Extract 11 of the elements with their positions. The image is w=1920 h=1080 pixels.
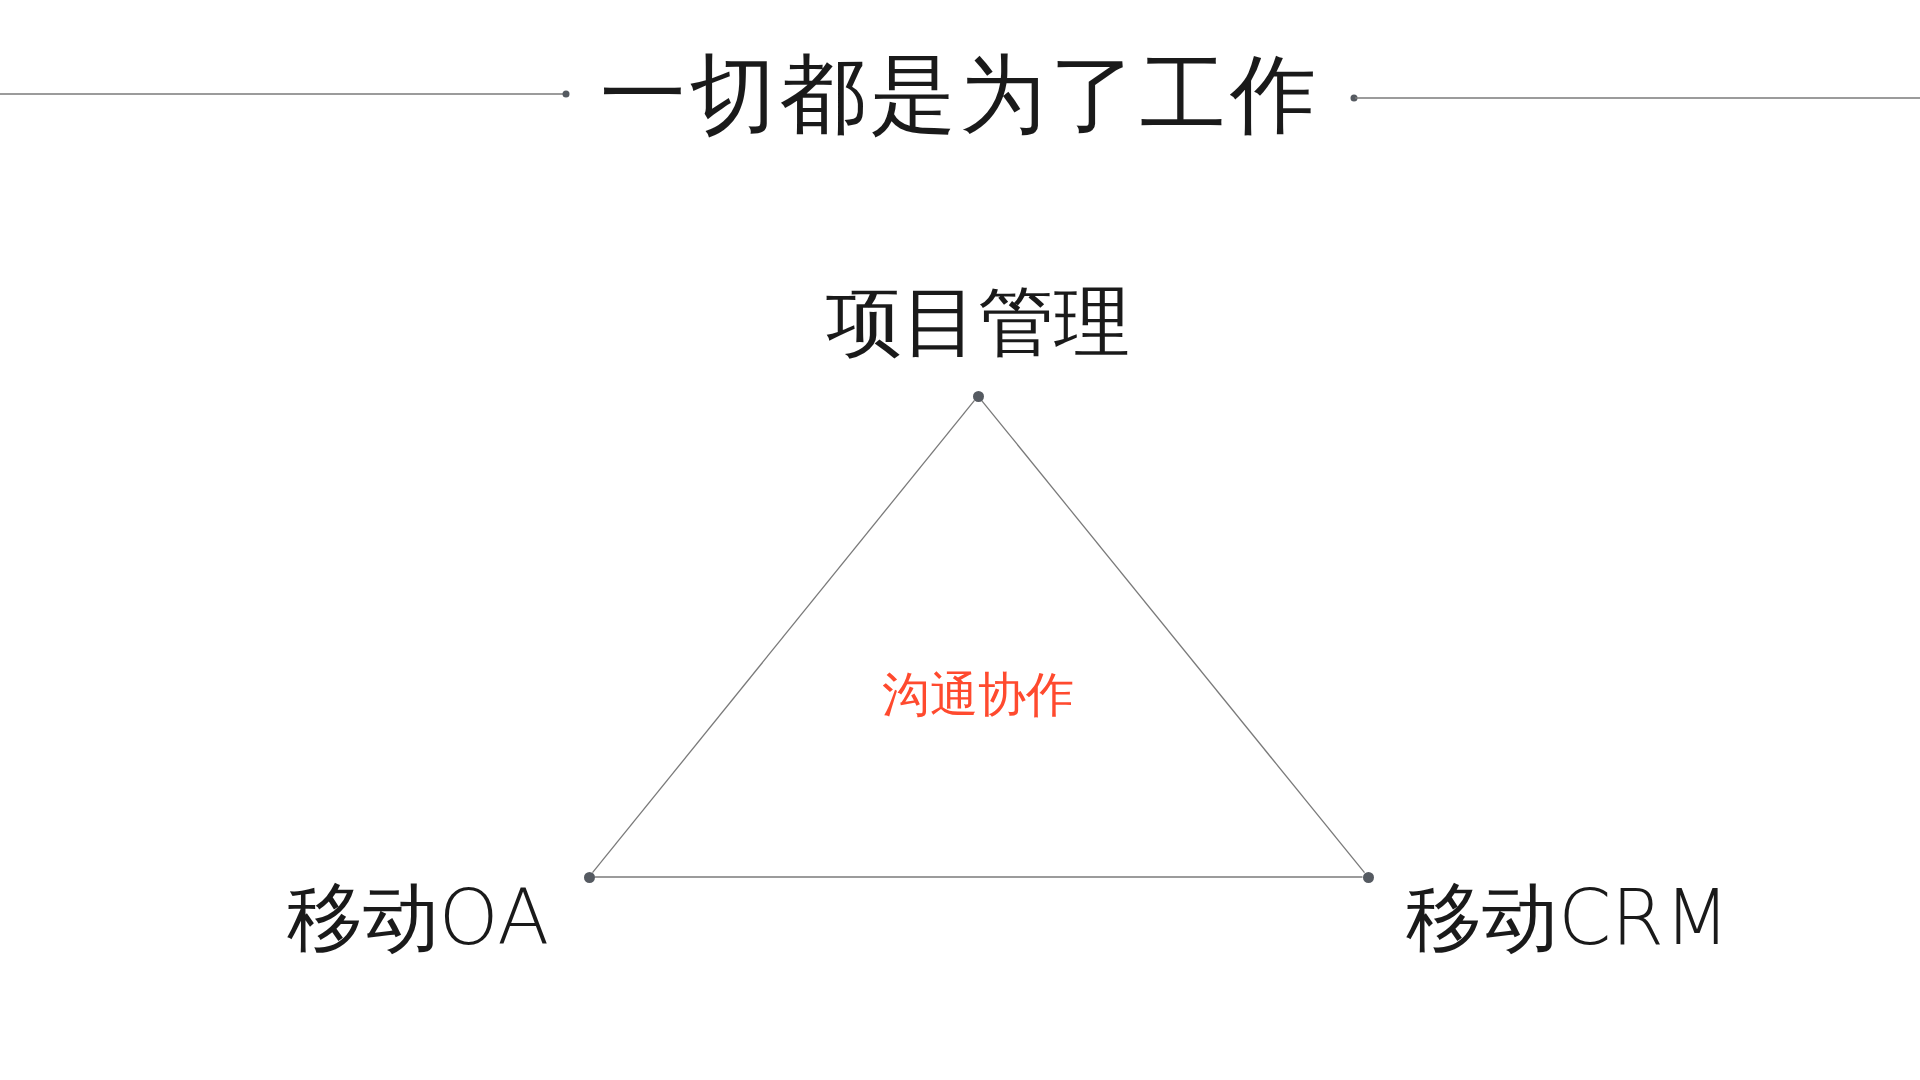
vertex-label: 移动OA <box>286 880 550 956</box>
center-label: 沟通协作 <box>882 670 1074 718</box>
connector-line <box>591 399 976 874</box>
connector-line <box>980 399 1366 874</box>
vertex-dot <box>1362 871 1374 883</box>
vertex-label: 项目管理 <box>826 284 1130 360</box>
title: 一切都是为了工作 <box>600 51 1320 137</box>
vertex-dot <box>583 871 595 883</box>
vertex-label: 移动CRM <box>1406 880 1730 956</box>
connector-line <box>593 876 1364 878</box>
vertex-dot <box>972 390 984 402</box>
